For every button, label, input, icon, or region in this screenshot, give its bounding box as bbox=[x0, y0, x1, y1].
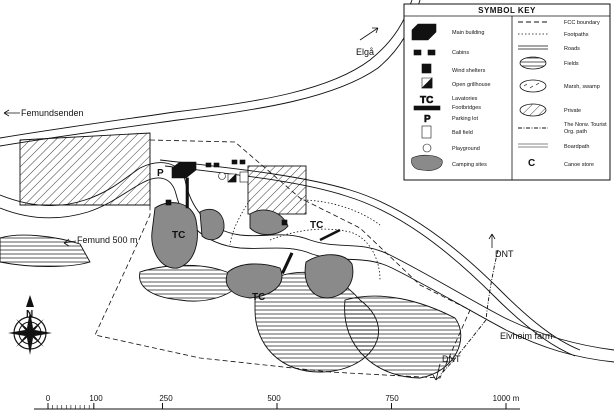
main-building-icon bbox=[411, 23, 437, 41]
camping-site-south bbox=[225, 263, 283, 299]
field-west bbox=[0, 234, 91, 267]
scale-tick-label: 100 bbox=[89, 394, 103, 403]
camping-site-east bbox=[304, 254, 354, 299]
label-dnt-south: DNT bbox=[442, 354, 461, 364]
arrow-up-right-icon bbox=[359, 27, 379, 41]
fields bbox=[0, 234, 462, 379]
camping-site-north bbox=[199, 208, 225, 241]
key-label: Private bbox=[564, 108, 581, 114]
key-label: Open grillhouse bbox=[452, 82, 491, 88]
scale-tick-label: 1000 m bbox=[493, 394, 520, 403]
main-building bbox=[171, 161, 197, 179]
parking-icon: P bbox=[424, 114, 431, 125]
camping-site-centre bbox=[249, 209, 289, 235]
label-dnt-east: DNT bbox=[495, 249, 514, 259]
key-label: Lavatories bbox=[452, 96, 478, 102]
camping-site-west bbox=[151, 202, 198, 269]
key-label: Footpaths bbox=[564, 32, 589, 38]
canoe-store-icon: C bbox=[528, 158, 535, 169]
boardpath bbox=[319, 228, 341, 242]
marsh-icon-marks bbox=[523, 82, 540, 89]
key-label: Ball field bbox=[452, 130, 473, 136]
camping-site-icon bbox=[411, 154, 443, 171]
key-label: FCC boundary bbox=[564, 20, 600, 26]
key-label: Footbridges bbox=[452, 105, 481, 111]
ball-field bbox=[239, 171, 249, 183]
label-parking: P bbox=[157, 168, 164, 179]
cabins-icon bbox=[427, 49, 436, 56]
cabin bbox=[205, 162, 212, 168]
key-label: Main building bbox=[452, 30, 484, 36]
key-label-line: The Norw. Tourist bbox=[564, 122, 607, 128]
buildings bbox=[165, 159, 294, 275]
ball-field-icon bbox=[421, 125, 432, 139]
cabins-icon bbox=[413, 49, 422, 56]
wind-shelter bbox=[165, 199, 172, 206]
key-left-symbols: TC P bbox=[411, 23, 443, 171]
footbridge-icon bbox=[413, 105, 441, 111]
field-east bbox=[344, 295, 462, 379]
scale-tick-label: 500 bbox=[267, 394, 281, 403]
compass-rose: N bbox=[8, 295, 52, 355]
field-icon bbox=[519, 56, 547, 70]
key-label: Cabins bbox=[452, 50, 469, 56]
key-label-line: Org. path bbox=[564, 129, 587, 135]
key-right-symbols: C bbox=[518, 21, 548, 169]
place-labels: Femundsenden Femund 500 m Elgå DNT DNT E… bbox=[3, 27, 553, 381]
key-label: Playground bbox=[452, 146, 480, 152]
open-grillhouse-fill bbox=[227, 173, 237, 183]
wind-shelter bbox=[281, 219, 288, 226]
label-tc-east: TC bbox=[310, 220, 323, 231]
field-middle bbox=[139, 264, 241, 302]
private-area-west bbox=[19, 132, 151, 206]
footbridge bbox=[281, 252, 294, 275]
marsh-icon bbox=[519, 79, 547, 93]
scale-tick-label: 0 bbox=[46, 394, 51, 403]
key-label: Boardpath bbox=[564, 144, 589, 150]
scale-tick-label: 250 bbox=[159, 394, 173, 403]
key-label: Parking lot bbox=[452, 116, 478, 122]
scale-bar: 0 100 250 500 750 1000 m bbox=[34, 394, 520, 410]
footbridge bbox=[185, 177, 189, 209]
label-tc-middle: TC bbox=[252, 292, 265, 303]
lavatories-icon: TC bbox=[420, 95, 433, 106]
arrow-up-icon bbox=[488, 233, 496, 248]
scale-tick-label: 750 bbox=[385, 394, 399, 403]
arrow-down-icon bbox=[432, 363, 441, 381]
key-label: Canoe store bbox=[564, 162, 594, 168]
symbol-key: SYMBOL KEY TC P Main building Cabins Win… bbox=[403, 3, 611, 181]
arrow-left-icon bbox=[3, 109, 20, 117]
private-icon bbox=[519, 103, 547, 117]
wind-shelter-icon bbox=[421, 63, 432, 74]
cabin bbox=[239, 159, 246, 165]
cabin bbox=[213, 162, 220, 168]
key-label-tourist-path: The Norw. Tourist Org. path bbox=[564, 122, 608, 135]
label-femundsenden: Femundsenden bbox=[21, 108, 84, 118]
label-elga: Elgå bbox=[356, 47, 374, 57]
camping-sites bbox=[151, 202, 354, 299]
playground bbox=[218, 172, 226, 180]
private-area-east bbox=[247, 165, 307, 215]
key-label: Marsh, swamp bbox=[564, 84, 600, 90]
key-right-labels: FCC boundary Footpaths Roads Fields Mars… bbox=[564, 20, 608, 168]
key-label: Fields bbox=[564, 61, 579, 67]
key-left-labels: Main building Cabins Wind shelters Open … bbox=[452, 30, 491, 168]
playground-icon bbox=[422, 143, 432, 153]
label-tc-west: TC bbox=[172, 230, 185, 241]
label-elvheim: Elvheim farm bbox=[500, 331, 553, 341]
key-label: Camping sites bbox=[452, 162, 487, 168]
compass-arrow-icon bbox=[26, 295, 34, 307]
cabin bbox=[231, 159, 238, 165]
key-label: Roads bbox=[564, 46, 580, 52]
key-label: Wind shelters bbox=[452, 68, 486, 74]
label-femund-distance: Femund 500 m bbox=[77, 235, 138, 245]
grillhouse-icon-fill bbox=[421, 77, 433, 89]
footpaths bbox=[229, 199, 381, 281]
symbol-key-title: SYMBOL KEY bbox=[478, 6, 536, 15]
arrow-left-icon bbox=[63, 238, 77, 247]
norwegian-tourist-path bbox=[439, 249, 499, 376]
